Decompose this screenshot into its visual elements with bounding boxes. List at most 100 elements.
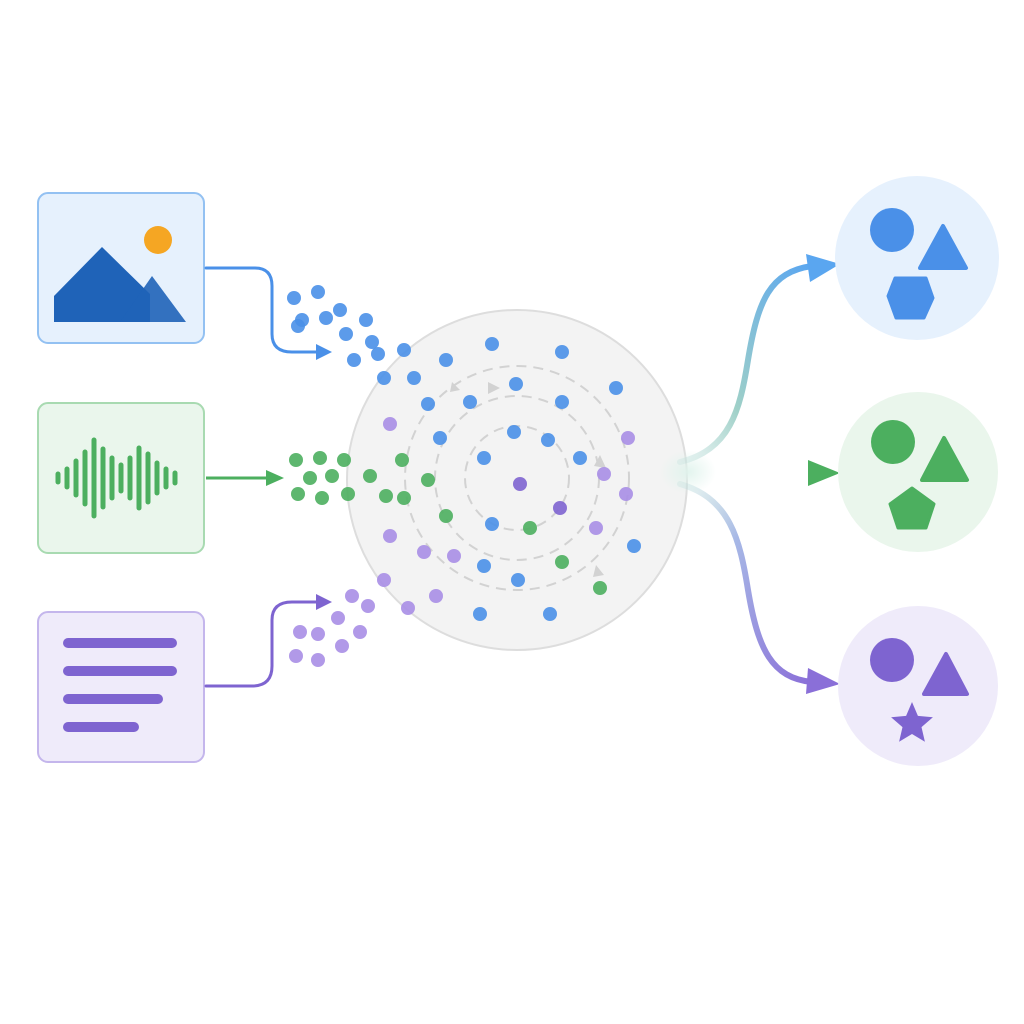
orbit-arrowheads: [450, 382, 606, 577]
embedding-particle: [523, 521, 537, 535]
embedding-particle: [361, 599, 375, 613]
embedding-particle: [597, 467, 611, 481]
sun-icon: [144, 226, 172, 254]
embedding-particle: [345, 589, 359, 603]
embedding-particle: [337, 453, 351, 467]
embedding-particle: [417, 545, 431, 559]
waveform-icon: [55, 437, 178, 519]
embedding-particle: [485, 337, 499, 351]
embedding-particle: [289, 649, 303, 663]
circle-icon: [870, 638, 914, 682]
embedding-particle: [433, 431, 447, 445]
embedding-particle: [429, 589, 443, 603]
text-output-cluster: [838, 606, 998, 766]
embedding-particle: [477, 559, 491, 573]
embedding-particle: [439, 353, 453, 367]
pentagon-icon: [888, 486, 936, 530]
text-connector-arrow: [204, 594, 332, 688]
audio-output-cluster: [838, 392, 998, 552]
audio-input-card: [37, 402, 205, 554]
circle-icon: [871, 420, 915, 464]
embedding-particle: [463, 395, 477, 409]
embedding-particle: [553, 501, 567, 515]
embedding-particle: [593, 581, 607, 595]
embedding-particle: [541, 433, 555, 447]
embedding-particle: [287, 291, 301, 305]
embedding-particle: [377, 573, 391, 587]
embedding-particle: [311, 627, 325, 641]
embedding-particle: [371, 347, 385, 361]
embedding-particle: [555, 555, 569, 569]
image-connector-arrow: [204, 266, 332, 360]
embedding-particle: [311, 653, 325, 667]
triangle-icon: [922, 652, 969, 696]
embedding-particle: [395, 453, 409, 467]
audio-connector-arrow: [206, 470, 284, 486]
embedding-particle: [485, 517, 499, 531]
embedding-particle: [315, 491, 329, 505]
embedding-particle: [473, 607, 487, 621]
embedding-particles: [287, 285, 641, 667]
embedding-particle: [589, 521, 603, 535]
embedding-particle: [341, 487, 355, 501]
embedding-particle: [339, 327, 353, 341]
embedding-particle: [439, 509, 453, 523]
embedding-particle: [447, 549, 461, 563]
embedding-particle: [511, 573, 525, 587]
embedding-particle: [311, 285, 325, 299]
embedding-particle: [331, 611, 345, 625]
embedding-particle: [335, 639, 349, 653]
embedding-particle: [421, 397, 435, 411]
embedding-particle: [319, 311, 333, 325]
embedding-particle: [293, 625, 307, 639]
image-output-cluster: [835, 176, 999, 340]
embedding-particle: [609, 381, 623, 395]
text-output-arrow: [677, 481, 840, 694]
pentagon-icon: [886, 276, 935, 320]
embedding-particle: [383, 529, 397, 543]
embedding-particle: [291, 487, 305, 501]
embedding-particle: [401, 601, 415, 615]
triangle-icon: [920, 436, 969, 482]
embedding-particle: [397, 491, 411, 505]
embedding-particle: [573, 451, 587, 465]
embedding-particle: [543, 607, 557, 621]
embedding-particle: [555, 345, 569, 359]
embedding-particle: [289, 453, 303, 467]
embedding-particle: [347, 353, 361, 367]
embedding-particle: [421, 473, 435, 487]
embedding-particle: [303, 471, 317, 485]
image-output-arrow: [677, 254, 840, 465]
embedding-particle: [333, 303, 347, 317]
mountain-sun-icon: [54, 247, 186, 322]
embedding-particle: [477, 451, 491, 465]
image-input-card: [37, 192, 205, 344]
embedding-particle: [509, 377, 523, 391]
embedding-particle: [363, 469, 377, 483]
text-input-card: [37, 611, 205, 763]
embedding-particle: [313, 451, 327, 465]
embedding-particle: [513, 477, 527, 491]
triangle-icon: [918, 224, 968, 270]
embedding-particle: [325, 469, 339, 483]
embedding-particle: [507, 425, 521, 439]
text-lines-icon: [63, 638, 177, 732]
star-icon: [891, 702, 933, 742]
embedding-particle: [555, 395, 569, 409]
embedding-particle: [377, 371, 391, 385]
embedding-particle: [379, 489, 393, 503]
circle-icon: [870, 208, 914, 252]
embedding-particle: [619, 487, 633, 501]
embedding-particle: [353, 625, 367, 639]
embedding-particle: [407, 371, 421, 385]
embedding-particle: [397, 343, 411, 357]
embedding-particle: [383, 417, 397, 431]
embedding-particle: [359, 313, 373, 327]
embedding-particle: [291, 319, 305, 333]
audio-output-arrow: [676, 460, 840, 486]
embedding-particle: [365, 335, 379, 349]
embedding-particle: [621, 431, 635, 445]
embedding-particle: [627, 539, 641, 553]
